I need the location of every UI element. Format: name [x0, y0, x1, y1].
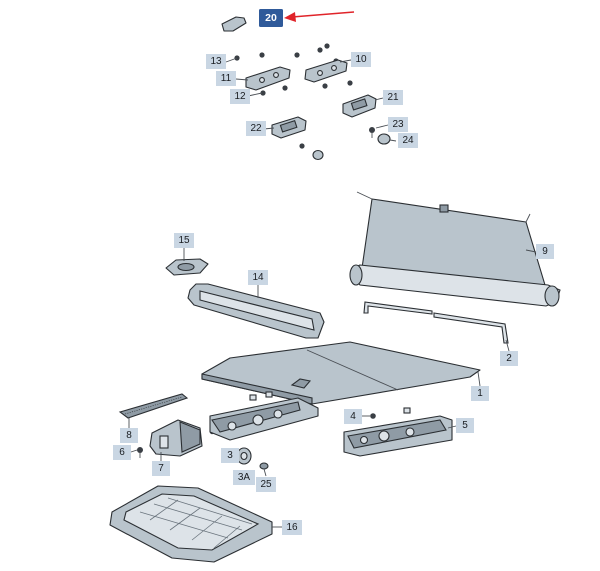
label-1-text: 1 [477, 388, 483, 399]
label-20[interactable]: 20 [259, 9, 283, 27]
label-8[interactable]: 8 [120, 428, 138, 443]
part-3A[interactable] [236, 447, 252, 465]
label-7[interactable]: 7 [152, 461, 170, 476]
label-2-text: 2 [506, 353, 512, 364]
label-4-text: 4 [350, 411, 356, 422]
part-24[interactable] [377, 133, 391, 145]
label-2[interactable]: 2 [500, 351, 518, 366]
label-23[interactable]: 23 [388, 117, 408, 132]
label-24[interactable]: 24 [398, 133, 418, 148]
part-5[interactable] [343, 407, 453, 457]
part-8[interactable] [118, 393, 189, 419]
label-9-text: 9 [542, 246, 548, 257]
label-21-text: 21 [387, 92, 399, 103]
part-20[interactable] [221, 16, 247, 32]
part-10[interactable] [304, 59, 348, 83]
label-9[interactable]: 9 [536, 244, 554, 259]
label-6-text: 6 [119, 447, 125, 458]
part-6[interactable] [137, 447, 143, 458]
fasteners-lower [299, 143, 324, 161]
label-22-text: 22 [250, 123, 262, 134]
part-14[interactable] [187, 283, 325, 339]
label-20-text: 20 [265, 12, 277, 24]
part-4[interactable] [370, 413, 376, 419]
label-16-text: 16 [286, 522, 298, 533]
label-25[interactable]: 25 [256, 477, 276, 492]
part-7[interactable] [149, 419, 215, 457]
label-3[interactable]: 3 [221, 448, 239, 463]
label-23-text: 23 [392, 119, 404, 130]
part-11[interactable] [245, 66, 291, 91]
label-16[interactable]: 16 [282, 520, 302, 535]
label-10-text: 10 [355, 54, 367, 65]
part-2[interactable] [363, 301, 509, 344]
label-13[interactable]: 13 [206, 54, 226, 69]
part-21[interactable] [342, 94, 377, 118]
highlight-arrow [284, 11, 355, 22]
label-15-text: 15 [178, 235, 190, 246]
part-3[interactable] [209, 391, 319, 441]
label-25-text: 25 [260, 479, 272, 490]
part-9[interactable] [349, 191, 561, 307]
label-7-text: 7 [158, 463, 164, 474]
part-15[interactable] [165, 258, 209, 276]
part-23[interactable] [369, 127, 375, 138]
label-14-text: 14 [252, 272, 264, 283]
label-14[interactable]: 14 [248, 270, 268, 285]
label-3A-text: 3A [238, 472, 251, 483]
part-22[interactable] [271, 116, 307, 139]
label-3-text: 3 [227, 450, 233, 461]
label-11[interactable]: 11 [216, 71, 236, 86]
label-5[interactable]: 5 [456, 418, 474, 433]
label-5-text: 5 [462, 420, 468, 431]
screws-top [234, 43, 353, 96]
label-1[interactable]: 1 [471, 386, 489, 401]
part-1[interactable] [201, 341, 481, 405]
label-21[interactable]: 21 [383, 90, 403, 105]
label-10[interactable]: 10 [351, 52, 371, 67]
label-6[interactable]: 6 [113, 445, 131, 460]
label-15[interactable]: 15 [174, 233, 194, 248]
part-16[interactable] [109, 485, 273, 563]
leader-lines [128, 57, 537, 528]
label-22[interactable]: 22 [246, 121, 266, 136]
label-8-text: 8 [126, 430, 132, 441]
label-13-text: 13 [210, 56, 222, 67]
label-24-text: 24 [402, 135, 414, 146]
label-12[interactable]: 12 [230, 89, 250, 104]
label-3A[interactable]: 3A [233, 470, 255, 485]
label-11-text: 11 [221, 73, 232, 84]
part-25[interactable] [259, 462, 269, 477]
label-4[interactable]: 4 [344, 409, 362, 424]
label-12-text: 12 [234, 91, 246, 102]
